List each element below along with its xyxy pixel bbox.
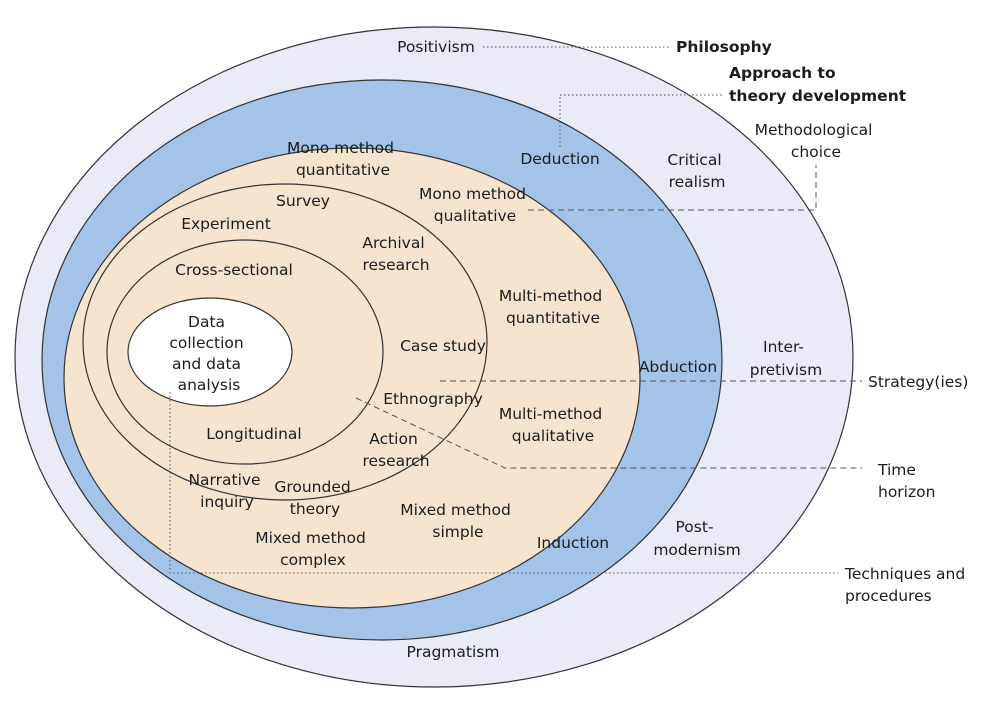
multi-method-qualitative-label: Multi-method qualitative	[499, 405, 607, 445]
time-horizon-label: Time horizon	[877, 461, 935, 501]
archival-research-label: Archival research	[362, 234, 429, 274]
longitudinal-label: Longitudinal	[206, 425, 302, 443]
ethnography-label: Ethnography	[383, 390, 483, 408]
induction-label: Induction	[537, 534, 609, 552]
mono-method-quantitative-label: Mono method quantitative	[287, 139, 399, 179]
approach-leader	[559, 94, 722, 147]
narrative-inquiry-label: Narrative inquiry	[188, 471, 265, 511]
strategies-label: Strategy(ies)	[868, 373, 968, 391]
experiment-label: Experiment	[181, 215, 271, 233]
deduction-label: Deduction	[520, 150, 599, 168]
case-study-label: Case study	[400, 337, 486, 355]
cross-sectional-label: Cross-sectional	[175, 261, 293, 279]
interpretivism-label: Inter- pretivism	[750, 338, 822, 379]
multi-method-quantitative-label: Multi-method quantitative	[499, 287, 607, 327]
pragmatism-label: Pragmatism	[407, 643, 500, 661]
positivism-label: Positivism	[397, 38, 475, 56]
mixed-method-simple-label: Mixed method simple	[400, 501, 515, 541]
core-ellipse	[127, 297, 293, 407]
techniques-leader	[169, 392, 838, 574]
action-research-label: Action research	[362, 430, 429, 470]
approach-label: Approach to theory development	[729, 64, 907, 105]
survey-label: Survey	[276, 192, 330, 210]
techniques-label: Techniques and procedures	[844, 565, 970, 605]
mixed-method-complex-label: Mixed method complex	[255, 529, 370, 569]
mono-method-qualitative-label: Mono method qualitative	[419, 185, 531, 225]
core-label: Data collection and data analysis	[169, 313, 248, 394]
grounded-theory-label: Grounded theory	[274, 478, 355, 518]
methodological-choice-leader	[528, 165, 817, 211]
abduction-label: Abduction	[639, 358, 717, 376]
philosophy-label: Philosophy	[676, 38, 772, 56]
critical-realism-label: Critical realism	[667, 151, 726, 191]
methodological-choice-label: Methodological choice	[755, 121, 878, 161]
time-horizon-leader	[355, 397, 862, 469]
postmodernism-label: Post- modernism	[653, 518, 740, 559]
